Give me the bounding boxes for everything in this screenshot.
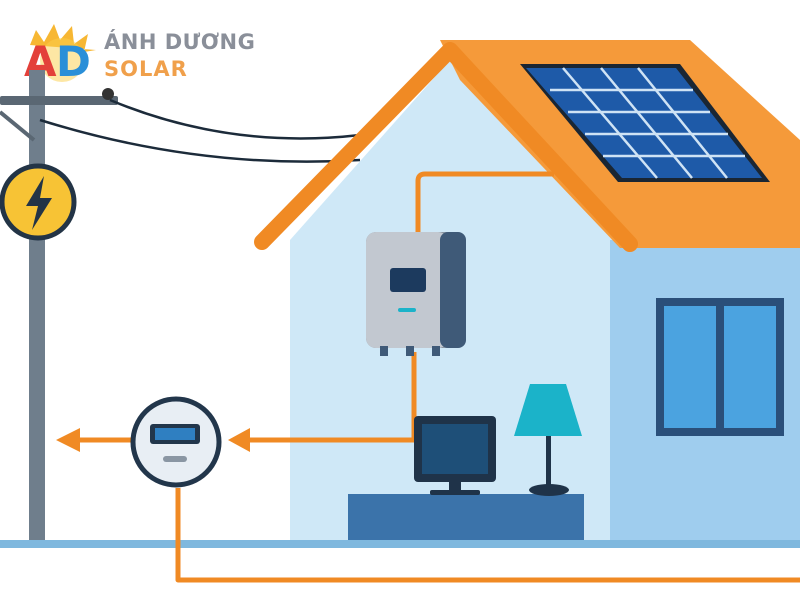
lightning-bolt-icon bbox=[0, 163, 77, 241]
monitor-icon bbox=[414, 416, 496, 495]
roof-edge bbox=[254, 42, 638, 252]
brand-name: ÁNH DƯƠNG bbox=[104, 30, 256, 54]
ground-line bbox=[0, 540, 800, 548]
logo-initials-d: D bbox=[56, 37, 91, 86]
window bbox=[656, 298, 784, 436]
arrow-to-grid bbox=[56, 428, 80, 452]
utility-pole bbox=[0, 70, 118, 540]
electric-meter-icon bbox=[130, 396, 222, 488]
arrow-to-meter bbox=[228, 428, 250, 452]
inverter-icon bbox=[366, 232, 466, 356]
solar-panel-icon bbox=[520, 64, 770, 182]
sun-icon bbox=[30, 24, 96, 82]
brand-subtitle: SOLAR bbox=[104, 57, 188, 81]
lamp-icon bbox=[514, 384, 582, 496]
desk bbox=[348, 494, 584, 540]
house bbox=[254, 40, 800, 540]
power-lines bbox=[39, 98, 361, 163]
